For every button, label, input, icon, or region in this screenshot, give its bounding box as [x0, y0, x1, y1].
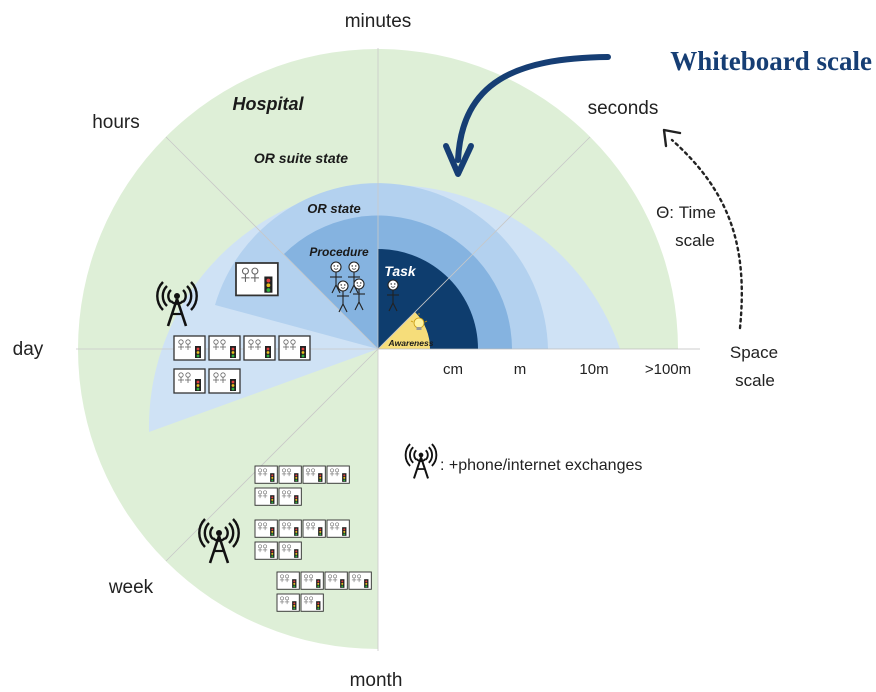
time-scale-arrow: [662, 128, 743, 330]
antenna-icon: [404, 443, 438, 480]
lightbulb-icon: [410, 313, 428, 330]
zone-label-or-suite: OR suite state: [254, 150, 348, 166]
time-label-day: day: [13, 339, 44, 360]
space-tick-label: cm: [443, 361, 463, 378]
space-scale-label: scale: [735, 371, 775, 390]
time-label-month: month: [350, 670, 403, 691]
space-tick-label: m: [514, 361, 527, 378]
zone-label-awareness: Awareness: [388, 338, 434, 348]
time-label-hours: hours: [92, 112, 140, 133]
zone-label-task: Task: [384, 263, 417, 279]
whiteboard-arrow: [443, 54, 611, 177]
time-label-seconds: seconds: [588, 98, 659, 119]
zone-label-hospital: Hospital: [232, 94, 304, 114]
whiteboard-icon: [235, 262, 279, 297]
legend-text: : +phone/internet exchanges: [440, 457, 642, 474]
time-scale-label: Θ: Time: [656, 203, 716, 222]
time-label-week: week: [108, 577, 154, 598]
time-scale-label: scale: [675, 231, 715, 250]
diagram-title: Whiteboard scale: [670, 46, 872, 76]
space-axis: cm m 10m >100m: [378, 348, 700, 378]
zone-label-or-state: OR state: [307, 201, 360, 216]
space-tick-label: >100m: [645, 361, 691, 378]
space-scale-label: Space: [730, 343, 778, 362]
time-label-minutes: minutes: [345, 11, 412, 32]
space-tick-label: 10m: [579, 361, 608, 378]
zone-label-procedure: Procedure: [309, 245, 369, 259]
